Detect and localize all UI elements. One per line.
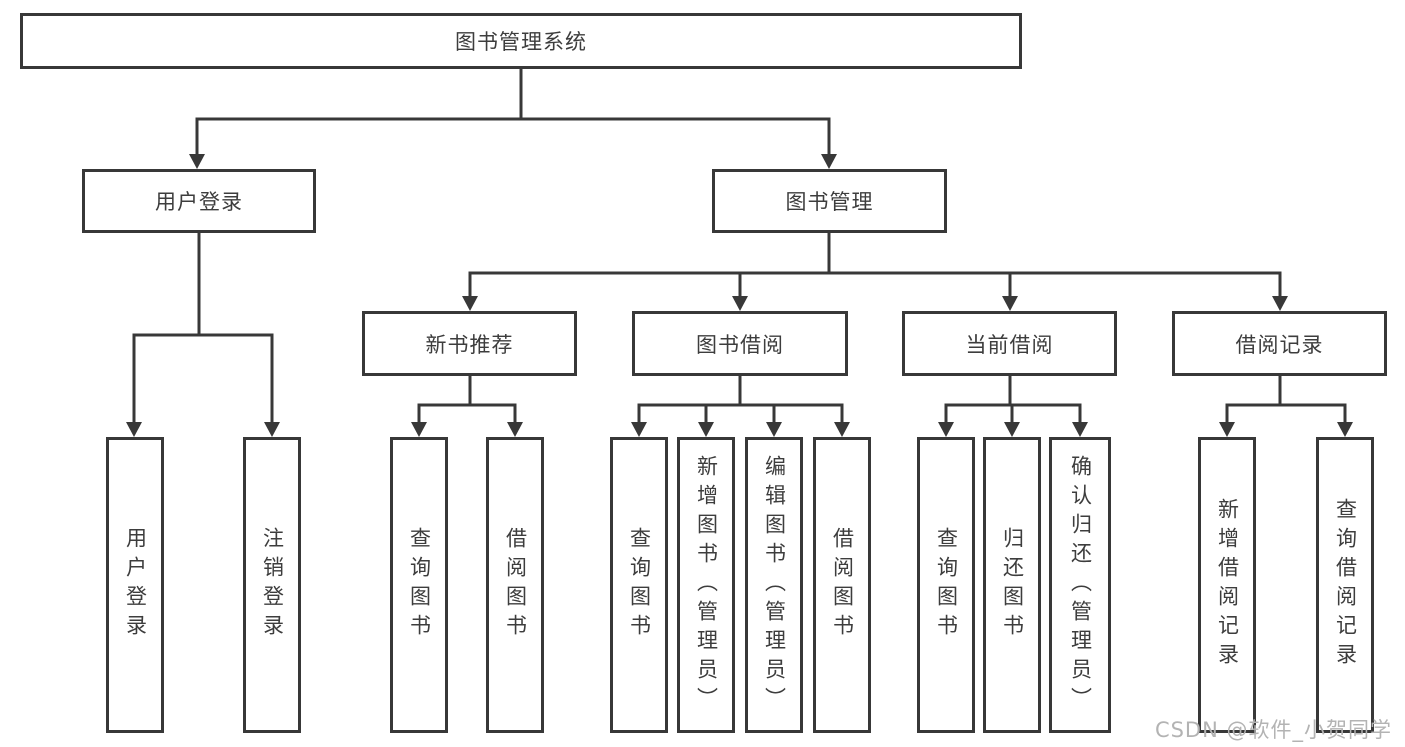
node-new-book-recommend: 新书推荐	[362, 311, 577, 376]
node-book-borrow: 图书借阅	[632, 311, 848, 376]
leaf-borrow-borrow-books: 借阅图书	[813, 437, 871, 733]
node-book-management-label: 图书管理	[785, 190, 874, 214]
leaf-logout-label: 注销登录	[260, 527, 285, 643]
node-borrow-records-label: 借阅记录	[1235, 332, 1324, 357]
node-borrow-records: 借阅记录	[1172, 311, 1387, 376]
node-library-system-label: 图书管理系统	[455, 30, 587, 54]
leaf-newbook-query-books: 查询图书	[390, 437, 448, 733]
leaf-current-query-books-label: 查询图书	[934, 527, 959, 643]
node-new-book-recommend-label: 新书推荐	[425, 332, 514, 357]
leaf-newbook-query-books-label: 查询图书	[407, 527, 432, 643]
leaf-user-login: 用户登录	[106, 437, 164, 733]
leaf-records-add-record: 新增借阅记录	[1198, 437, 1256, 733]
leaf-current-confirm-return-admin-label: 确认归还（管理员）	[1068, 454, 1093, 716]
leaf-borrow-borrow-books-label: 借阅图书	[830, 527, 855, 643]
node-current-borrow: 当前借阅	[902, 311, 1117, 376]
node-user-login: 用户登录	[82, 169, 316, 233]
leaf-current-return-books-label: 归还图书	[1000, 527, 1025, 643]
arrowheads	[126, 154, 1353, 437]
leaf-records-query-record-label: 查询借阅记录	[1333, 498, 1358, 672]
node-current-borrow-label: 当前借阅	[965, 332, 1054, 357]
node-book-borrow-label: 图书借阅	[696, 332, 784, 357]
node-user-login-label: 用户登录	[155, 190, 243, 214]
leaf-borrow-query-books-label: 查询图书	[627, 527, 652, 643]
leaf-records-query-record: 查询借阅记录	[1316, 437, 1374, 733]
leaf-current-return-books: 归还图书	[983, 437, 1041, 733]
leaf-newbook-borrow-books-label: 借阅图书	[503, 527, 528, 643]
leaf-borrow-add-books-admin-label: 新增图书（管理员）	[694, 454, 719, 716]
leaf-user-login-label: 用户登录	[123, 527, 148, 643]
leaf-records-add-record-label: 新增借阅记录	[1215, 498, 1240, 672]
leaf-borrow-query-books: 查询图书	[610, 437, 668, 733]
leaf-borrow-add-books-admin: 新增图书（管理员）	[677, 437, 735, 733]
leaf-logout: 注销登录	[243, 437, 301, 733]
leaf-borrow-edit-books-admin: 编辑图书（管理员）	[745, 437, 803, 733]
leaf-current-query-books: 查询图书	[917, 437, 975, 733]
leaf-current-confirm-return-admin: 确认归还（管理员）	[1049, 437, 1111, 733]
node-book-management: 图书管理	[712, 169, 947, 233]
leaf-borrow-edit-books-admin-label: 编辑图书（管理员）	[762, 454, 787, 716]
leaf-newbook-borrow-books: 借阅图书	[486, 437, 544, 733]
csdn-watermark: CSDN @软件_小贺同学	[1154, 718, 1392, 742]
node-library-system: 图书管理系统	[20, 13, 1022, 69]
